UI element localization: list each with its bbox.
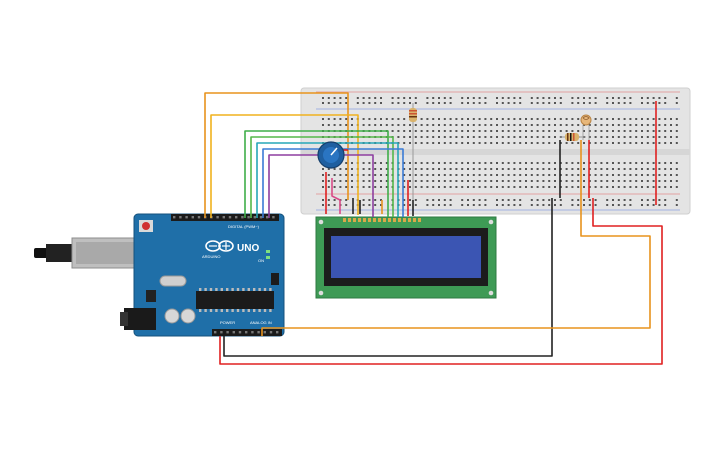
usb-connector-icon[interactable]	[34, 237, 139, 269]
arduino-logo	[205, 240, 234, 252]
wire-orange-analog[interactable]	[261, 140, 651, 336]
board-brand: ARDUINO	[202, 254, 220, 259]
wire-green-2[interactable]	[250, 136, 394, 218]
power-label: POWER	[220, 320, 235, 325]
lcd-pin-header[interactable]	[343, 218, 421, 222]
wire-orange-top[interactable]	[204, 92, 349, 218]
digital-label: DIGITAL (PWM~)	[228, 224, 260, 229]
wire-green-1[interactable]	[244, 130, 389, 218]
on-label: ON	[258, 258, 264, 263]
lcd-16x2-display[interactable]	[315, 216, 497, 299]
wire-red-vcc[interactable]	[219, 198, 663, 365]
photoresistor-icon[interactable]	[580, 114, 592, 140]
breadboard[interactable]	[300, 87, 691, 215]
reset-button-icon[interactable]	[139, 220, 153, 232]
wire-yellow[interactable]	[210, 114, 359, 218]
breadboard-holes[interactable]	[322, 97, 678, 206]
power-jack	[120, 308, 156, 330]
arduino-uno-board[interactable]: ARDUINO UNO DIGITAL (PWM~) POWER ANALOG …	[34, 213, 285, 337]
resistor-icon[interactable]	[409, 103, 417, 200]
wire-pink-pot[interactable]	[331, 178, 341, 214]
lcd-screen	[331, 236, 481, 278]
microcontroller-chip	[196, 288, 274, 312]
analog-label: ANALOG IN	[250, 320, 272, 325]
potentiometer-icon[interactable]	[317, 141, 345, 169]
wire-black-gnd[interactable]	[223, 198, 553, 357]
board-model: UNO	[237, 243, 259, 254]
resistor-icon[interactable]	[560, 133, 586, 141]
